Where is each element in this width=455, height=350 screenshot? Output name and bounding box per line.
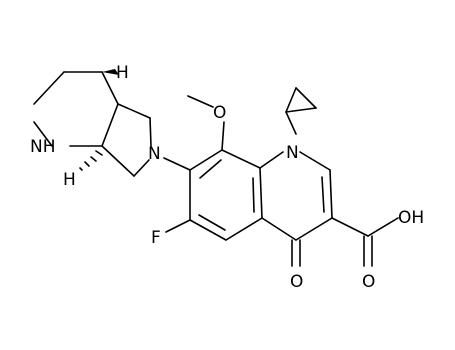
wedge-bond-top [102,69,119,75]
atom-h-top: H [116,63,129,83]
atom-fluorine: F [151,228,161,248]
bond-lines [33,71,399,267]
hash-bond-bottom [79,150,103,171]
atom-h-bottom: H [63,170,76,190]
stereo-bonds [79,69,119,171]
atom-o-methoxy: O [213,103,226,123]
atom-o-ketone: O [290,272,303,292]
atom-labels: H H NH N N O F O OH O [30,63,424,292]
atom-n-quinoline: N [286,143,299,163]
atom-oh: OH [398,208,424,228]
atom-n-pyrrolidine: N [148,144,161,164]
atom-o-carbonyl: O [362,272,375,292]
atom-nh: NH [30,137,56,157]
